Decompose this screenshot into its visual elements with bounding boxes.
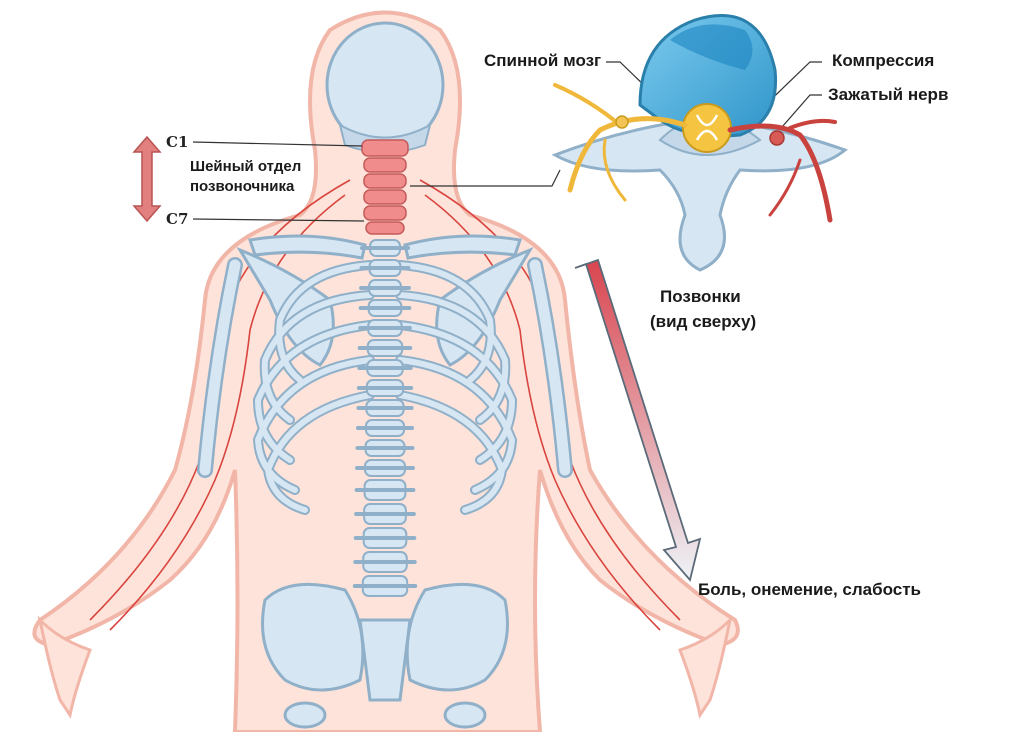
vertebra-nerves [553,83,837,223]
hands [37,615,733,719]
vertebra-top-view [551,14,848,272]
label-cervical-line2: позвоночника [190,178,295,195]
pelvis [261,582,509,729]
label-vertebrae-line1: Позвонки [660,287,741,306]
label-c1: C1 [166,133,189,151]
symptom-arrow [574,258,702,582]
label-pinched-nerve: Зажатый нерв [828,85,949,104]
rib-cage-fill [254,262,516,513]
arm-bones-fill [199,259,571,476]
thoracic-lumbar-spine [352,239,418,597]
label-spinal-cord: Спинной мозг [484,51,602,70]
label-vertebrae-line2: (вид сверху) [650,312,757,331]
label-c7: C7 [166,210,189,228]
cervical-spine [361,139,409,235]
skull [325,21,445,154]
cervical-range-arrow [132,135,162,223]
label-compression: Компрессия [832,51,935,70]
label-symptoms: Боль, онемение, слабость [698,580,922,599]
label-cervical-line1: Шейный отдел [190,158,302,175]
